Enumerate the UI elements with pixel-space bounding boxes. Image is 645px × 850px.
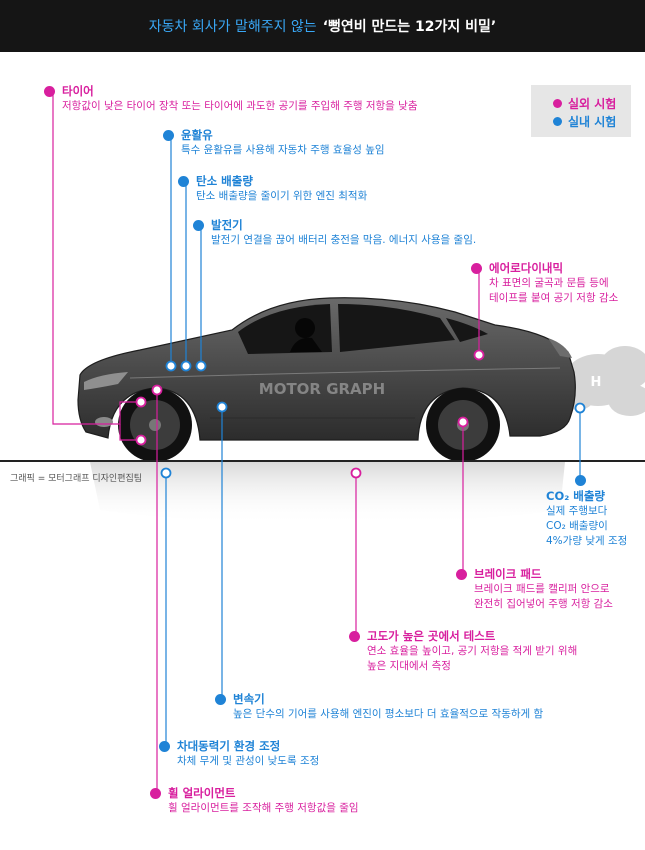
callout-carbon: 탄소 배출량 탄소 배출량을 줄이기 위한 엔진 최적화 [178,174,368,204]
callout-desc: 휠 얼라이먼트를 조작해 주행 저항값을 줄임 [168,802,359,814]
legend-outdoor-dot-icon [553,99,562,108]
tire-dot-icon [44,86,55,97]
tire-marker [135,434,147,446]
callout-title: 탄소 배출량 [196,174,253,188]
car-window [338,304,455,352]
callout-desc: 발전기 연결을 끊어 배터리 충전을 막음. 에너지 사용을 줄임. [211,234,477,246]
aero-marker [473,349,485,361]
alignment-marker [151,384,163,396]
callout-title: 변속기 [233,692,265,706]
carbon-dot-icon [178,176,189,187]
callout-title: 발전기 [211,218,243,232]
co2-marker [574,402,586,414]
car-window [446,318,488,342]
callout-desc: 차 표면의 굴곡과 문틈 등에 [489,277,609,289]
callout-title: 고도가 높은 곳에서 테스트 [367,629,496,643]
callout-desc: 4%가량 낮게 조정 [546,535,628,547]
carbon-marker [180,360,192,372]
lubricant-dot-icon [163,130,174,141]
legend-outdoor: 실외 시험 [553,95,616,112]
aero-dot-icon [471,263,482,274]
headlight [84,372,128,390]
generator-dot-icon [193,220,204,231]
altitude-dot-icon [349,631,360,642]
callout-desc: 연소 효율을 높이고, 공기 저항을 적게 받기 위해 [367,645,578,657]
callout-co2: CO₂ 배출량 실제 주행보다 CO₂ 배출량이 4%가량 낮게 조정 [546,475,628,549]
front-wheel [118,388,192,462]
legend-box: 실외 시험 실내 시험 [531,85,631,137]
transmission-dot-icon [215,694,226,705]
callout-desc: 높은 지대에서 측정 [367,660,451,672]
brake-marker [457,416,469,428]
callout-desc: 탄소 배출량을 줄이기 위한 엔진 최적화 [196,190,368,202]
brake-dot-icon [456,569,467,580]
legend-outdoor-label: 실외 시험 [568,97,617,111]
transmission-marker [216,401,228,413]
legend-indoor: 실내 시험 [553,113,616,130]
alignment-dot-icon [150,788,161,799]
callout-title: 윤활유 [181,128,213,142]
dyno-marker [160,467,172,479]
callout-title: 브레이크 패드 [474,567,542,581]
callout-brake: 브레이크 패드 브레이크 패드를 캘리퍼 안으로 완전히 집어넣어 주행 저항 … [456,567,613,612]
callout-aero: 에어로다이내믹 차 표면의 굴곡과 문틈 등에 테이프를 붙여 공기 저항 감소 [471,261,619,306]
callout-desc: 높은 단수의 기어를 사용해 엔진이 평소보다 더 효율적으로 작동하게 함 [233,708,544,720]
callout-lubricant: 윤활유 특수 윤활유를 사용해 자동차 주행 효율성 높임 [163,128,385,158]
callout-desc: 브레이크 패드를 캘리퍼 안으로 [474,583,610,595]
fog-light [95,417,113,427]
callout-generator: 발전기 발전기 연결을 끊어 배터리 충전을 막음. 에너지 사용을 줄임. [193,218,477,248]
tire-marker [135,396,147,408]
callout-desc: 테이프를 붙여 공기 저항 감소 [489,292,619,304]
callout-desc: 저항값이 낮은 타이어 장착 또는 타이어에 과도한 공기를 주입해 주행 저항… [62,100,418,112]
callout-altitude: 고도가 높은 곳에서 테스트 연소 효율을 높이고, 공기 저항을 적게 받기 … [349,629,578,674]
callout-title: CO₂ 배출량 [546,489,605,503]
lubricant-marker [165,360,177,372]
callout-title: 타이어 [62,84,94,98]
callout-transmission: 변속기 높은 단수의 기어를 사용해 엔진이 평소보다 더 효율적으로 작동하게… [215,692,544,722]
header-bar: 자동차 회사가 말해주지 않는 ‘뻥연비 만드는 12가지 비밀’ [0,0,645,52]
callout-title: 차대동력기 환경 조정 [177,739,281,753]
driver-body [290,337,322,352]
car-reflection [90,462,565,525]
car-watermark: MOTOR GRAPH [259,380,385,398]
callout-desc: CO₂ 배출량이 [546,520,608,532]
callout-tire: 타이어 저항값이 낮은 타이어 장착 또는 타이어에 과도한 공기를 주입해 주… [44,84,418,114]
exhaust-label-icon: H [591,375,602,390]
altitude-marker [350,467,362,479]
driver-head [295,318,315,338]
co2-dot-icon [575,475,586,486]
callout-dyno: 차대동력기 환경 조정 차체 무게 및 관성이 낮도록 조정 [159,739,320,769]
callout-desc: 차체 무게 및 관성이 낮도록 조정 [177,755,320,767]
header-subtitle: 자동차 회사가 말해주지 않는 [148,19,317,35]
callout-title: 에어로다이내믹 [489,261,564,275]
tire-leader-bracket [119,424,140,441]
tail-light [548,338,572,358]
legend-indoor-dot-icon [553,117,562,126]
callout-alignment: 휠 얼라이먼트 휠 얼라이먼트를 조작해 주행 저항값을 줄임 [150,786,359,816]
generator-marker [195,360,207,372]
legend-indoor-label: 실내 시험 [568,115,617,129]
callout-title: 휠 얼라이먼트 [168,786,236,800]
header-title: ‘뻥연비 만드는 12가지 비밀’ [322,19,497,35]
graphic-credit: 그래픽 = 모터그래프 디자인편집팀 [10,474,143,484]
callout-desc: 특수 윤활유를 사용해 자동차 주행 효율성 높임 [181,144,385,156]
dyno-dot-icon [159,741,170,752]
callout-desc: 완전히 집어넣어 주행 저항 감소 [474,598,613,610]
callout-desc: 실제 주행보다 [546,505,608,517]
